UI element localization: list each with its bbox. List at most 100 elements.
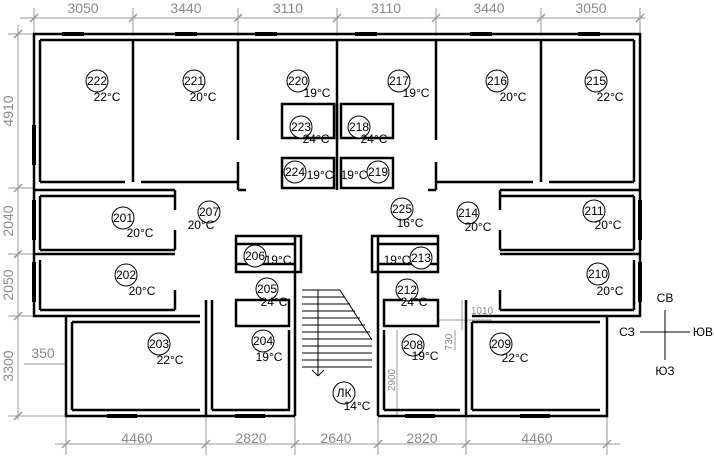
windows [32, 32, 642, 418]
room-number: 204 [253, 334, 273, 348]
dim-left-offset: 350 [31, 345, 55, 361]
dim-bottom-2: 2820 [235, 430, 266, 446]
dimension-ticks [13, 13, 645, 449]
room-marker-circle [251, 329, 275, 353]
dim-bottom-5: 4460 [521, 430, 552, 446]
room-204: 204 19°C [251, 329, 283, 364]
compass-north: СВ [657, 291, 674, 305]
room-marker-circle [409, 246, 433, 270]
room-216: 216 20°C [485, 69, 527, 104]
room-marker-circle [390, 197, 414, 221]
room-temperature: 20°C [500, 90, 527, 104]
room-marker-circle [286, 69, 310, 93]
room-number: 208 [403, 338, 423, 352]
room-temperature: 19°C [341, 168, 368, 182]
room-number: 225 [392, 202, 412, 216]
dim-left-3: 2050 [0, 269, 16, 300]
dim-left-2: 2040 [0, 205, 16, 236]
room-marker-circle [85, 69, 109, 93]
room-marker-circle [582, 199, 606, 223]
room-temperature: 19°C [412, 349, 439, 363]
dim-top-3: 3110 [273, 0, 303, 16]
room-number: 206 [245, 249, 265, 263]
room-marker-circle [243, 244, 267, 268]
room-temperature: 16°C [397, 216, 424, 230]
room-215: 215 22°C [584, 69, 624, 104]
dim-top-6: 3050 [575, 0, 606, 16]
compass: СВ СЗ ЮВ ЮЗ [619, 291, 713, 378]
room-temperature: 20°C [190, 90, 217, 104]
dim-inner-730: 730 [444, 333, 455, 350]
room-number: 215 [586, 74, 606, 88]
room-temperature: 24°C [401, 295, 428, 309]
room-marker-circle [182, 69, 206, 93]
room-number: 213 [411, 251, 431, 265]
room-222: 222 22°C [85, 69, 121, 104]
room-temperature: 19°C [403, 86, 430, 100]
room-temperature: 19°C [384, 253, 411, 267]
room-temperature: 20°C [597, 284, 624, 298]
dim-top-4: 3110 [371, 0, 401, 16]
room-marker-circle [347, 115, 371, 139]
room-temperature: 20°C [188, 218, 215, 232]
room-221: 221 20°C [182, 69, 217, 104]
staircase [302, 289, 373, 377]
room-temperature: 19°C [307, 168, 334, 182]
room-temperature: 19°C [265, 253, 292, 267]
room-labels: 22222°C22120°C22019°C21719°C21620°C21522… [85, 69, 624, 413]
room-number: 219 [368, 165, 388, 179]
dim-bottom-1: 4460 [121, 430, 152, 446]
room-number: 222 [87, 74, 107, 88]
room-number: 214 [458, 206, 478, 220]
room-number: 221 [184, 74, 204, 88]
room-number: 210 [588, 267, 608, 281]
room-marker-circle [401, 333, 425, 357]
room-marker-circle [197, 200, 221, 224]
room-number: 211 [584, 204, 603, 218]
room-marker-circle [332, 381, 356, 405]
room-temperature: 20°C [595, 218, 622, 232]
room-temperature: 19°C [256, 350, 283, 364]
dim-inner-2900: 2900 [387, 368, 398, 391]
room-number: 207 [199, 205, 219, 219]
room-temperature: 22°C [94, 90, 121, 104]
room-number: ЛК [337, 386, 352, 400]
room-temperature: 22°C [597, 90, 624, 104]
room-marker-circle [584, 69, 608, 93]
dim-left-1: 4910 [0, 95, 16, 126]
compass-west: СЗ [619, 325, 635, 339]
room-marker-circle [147, 332, 171, 356]
room-number: 217 [389, 74, 409, 88]
dim-bottom-4: 2820 [406, 430, 437, 446]
room-number: 205 [257, 282, 277, 296]
room-temperature: 24°C [303, 132, 330, 146]
room-number: 202 [116, 268, 136, 282]
room-marker-circle [387, 69, 411, 93]
room-number: 203 [149, 337, 169, 351]
room-210: 210 20°C [586, 262, 624, 298]
room-number: 216 [487, 74, 507, 88]
dim-left-4: 3300 [0, 350, 16, 381]
room-marker-circle [456, 201, 480, 225]
room-number: 223 [291, 120, 311, 134]
room-marker-circle [111, 206, 135, 230]
room-marker-circle [489, 332, 513, 356]
room-number: 209 [491, 337, 511, 351]
dimension-labels: 3050 3440 3110 3110 3440 3050 4460 2820 … [0, 0, 607, 446]
room-marker-circle [114, 263, 138, 287]
room-number: 224 [285, 165, 305, 179]
dim-top-2: 3440 [170, 0, 201, 16]
room-number: 212 [397, 283, 417, 297]
compass-east: ЮВ [693, 325, 713, 339]
